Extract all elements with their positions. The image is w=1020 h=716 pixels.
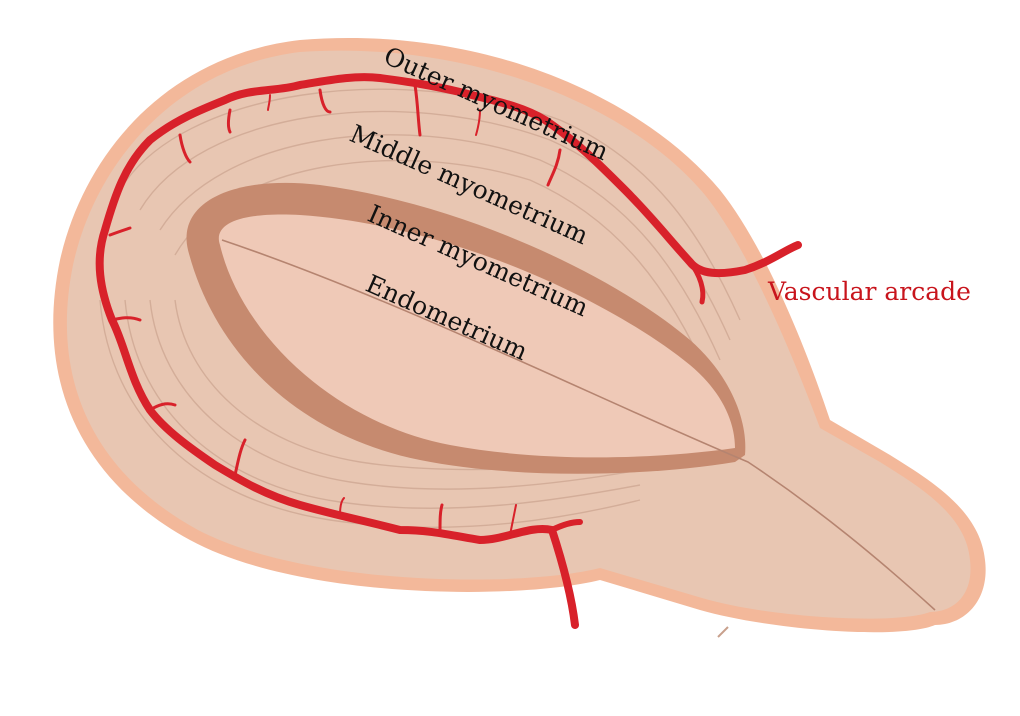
vessel-branch-14 bbox=[509, 504, 517, 536]
vessel-branch-5 bbox=[227, 108, 232, 134]
vessel-branch-10 bbox=[148, 402, 177, 412]
uterine-canal-line bbox=[221, 239, 936, 611]
layer-line-6 bbox=[124, 299, 641, 509]
arcade-lower-branch-end bbox=[549, 519, 583, 533]
vessel-branch-11 bbox=[233, 438, 247, 477]
arcade-right-lower-branch bbox=[687, 259, 706, 305]
vessel-branch-2 bbox=[413, 83, 422, 137]
arcade-main-vessel bbox=[95, 73, 802, 629]
vessel-branch-4 bbox=[178, 133, 192, 164]
vascular-arcade bbox=[95, 73, 802, 629]
endometrium bbox=[218, 214, 735, 458]
layer-line-3 bbox=[159, 134, 721, 361]
layer-line-5 bbox=[99, 299, 641, 529]
vessel-branch-1 bbox=[318, 88, 332, 114]
vessel-branch-12 bbox=[339, 497, 345, 516]
vascular-arcade-label: Vascular arcade bbox=[767, 277, 971, 306]
vessel-branch-6 bbox=[267, 94, 271, 111]
vessel-branch-9 bbox=[110, 316, 142, 322]
layer-line-7 bbox=[149, 299, 641, 490]
vessel-branch-8 bbox=[108, 226, 132, 237]
vessel-branch-3 bbox=[546, 148, 562, 187]
stray-mark bbox=[717, 626, 729, 638]
vessel-branch-13 bbox=[438, 503, 444, 534]
vessel-branch-7 bbox=[475, 109, 481, 136]
